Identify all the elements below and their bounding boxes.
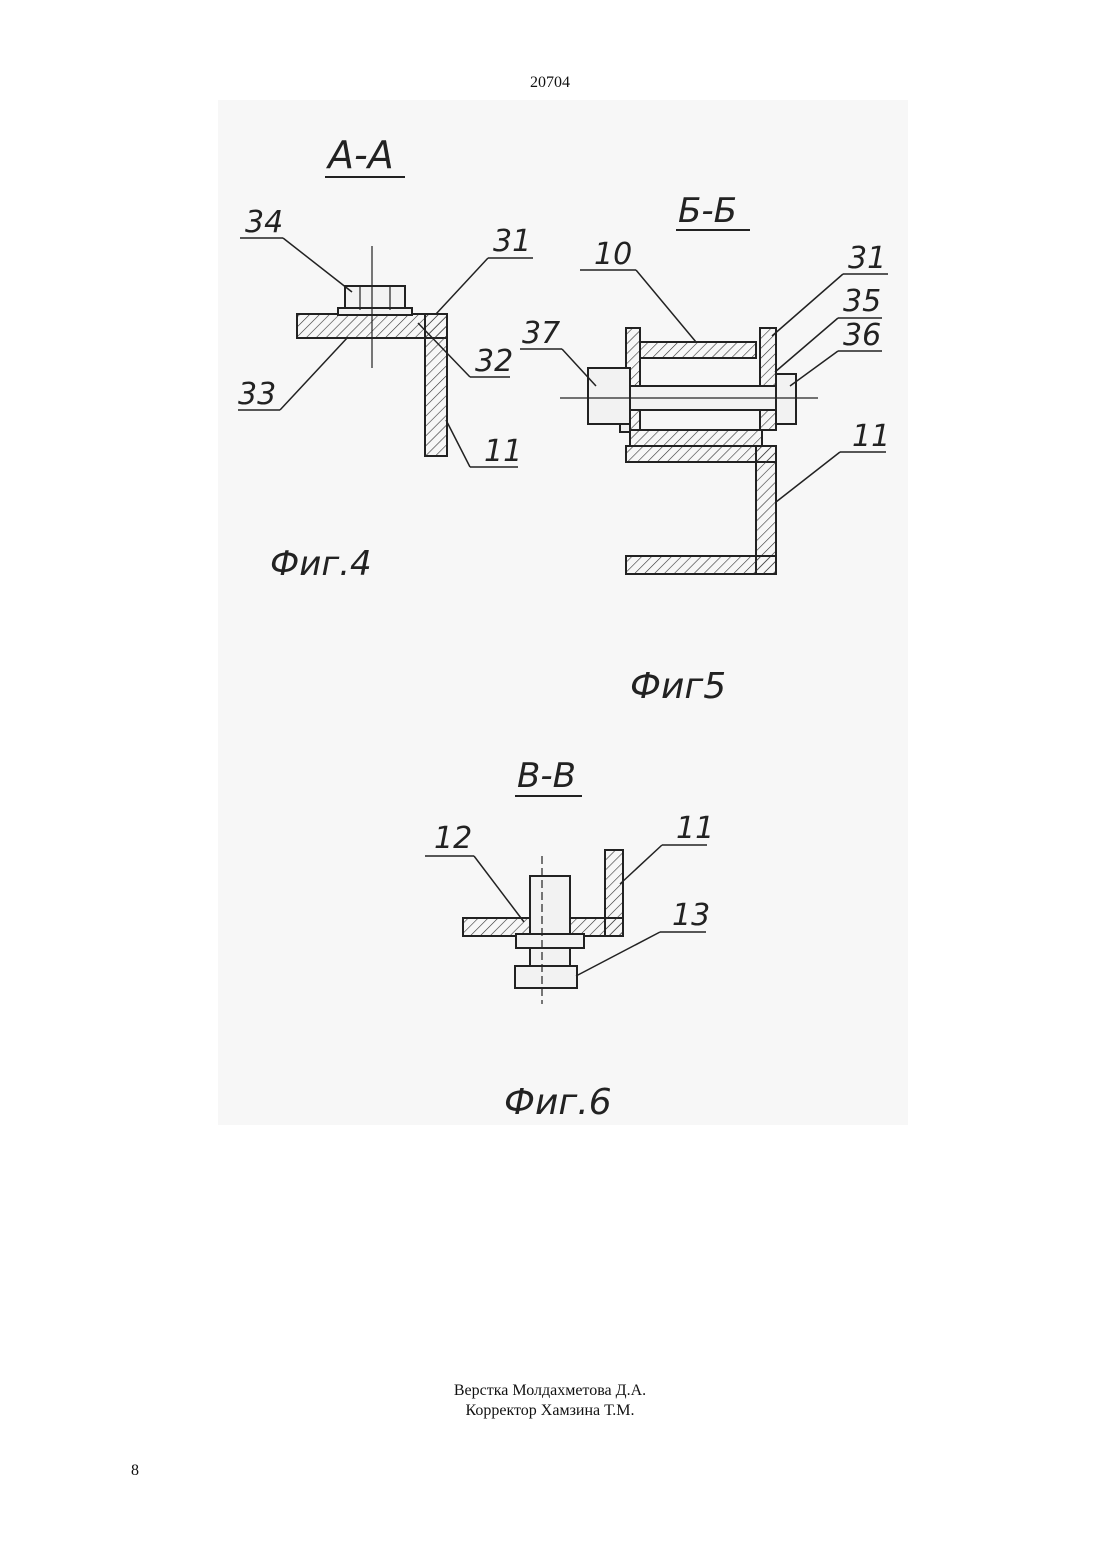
figure-5: Б-Б 10 31 35 36 37 11 bbox=[520, 191, 890, 707]
fig4-caption: Фиг.4 bbox=[270, 544, 372, 584]
fig5-caption: Фиг5 bbox=[630, 666, 726, 707]
fig5-roller-top bbox=[640, 342, 756, 358]
fig5-label-31: 31 bbox=[848, 241, 886, 276]
fig4-bracket-leg bbox=[425, 314, 447, 456]
fig4-section-label: А-А bbox=[325, 133, 394, 177]
fig4-nut bbox=[345, 286, 405, 310]
fig6-label-11: 11 bbox=[676, 811, 714, 846]
fig5-label-37: 37 bbox=[522, 316, 560, 351]
fig6-sleeve bbox=[516, 934, 584, 948]
fig5-section-label: Б-Б bbox=[678, 191, 737, 231]
fig5-axle-head bbox=[588, 368, 630, 424]
fig6-label-12: 12 bbox=[434, 821, 472, 856]
fig6-pin bbox=[530, 876, 570, 968]
fig4-label-31: 31 bbox=[493, 224, 531, 259]
layout-credit: Верстка Молдахметова Д.А. bbox=[0, 1381, 1100, 1401]
fig5-roller-bottom bbox=[630, 430, 762, 446]
fig4-label-33: 33 bbox=[238, 377, 276, 412]
fig6-head bbox=[515, 966, 577, 988]
fig5-label-10: 10 bbox=[594, 237, 632, 272]
fig4-label-11: 11 bbox=[484, 434, 522, 469]
fig5-bracket-bottom bbox=[626, 556, 776, 574]
fig6-caption: Фиг.6 bbox=[504, 1082, 612, 1123]
fig4-label-32: 32 bbox=[475, 344, 513, 379]
fig5-label-11: 11 bbox=[852, 419, 890, 454]
figure-4: А-А 34 31 32 33 11 Фиг.4 bbox=[238, 133, 533, 584]
fig5-label-36: 36 bbox=[843, 318, 881, 353]
fig5-label-35: 35 bbox=[843, 284, 881, 319]
fig6-bracket-leg bbox=[605, 850, 623, 936]
fig6-label-13: 13 bbox=[672, 898, 710, 933]
page-number: 8 bbox=[131, 1462, 139, 1480]
proofreader-credit: Корректор Хамзина Т.М. bbox=[0, 1401, 1100, 1421]
fig5-right-plate bbox=[760, 328, 776, 430]
fig4-washer bbox=[338, 308, 412, 315]
fig6-section-label: В-В bbox=[517, 756, 576, 796]
fig5-nut bbox=[776, 374, 796, 424]
fig4-label-34: 34 bbox=[245, 205, 283, 240]
fig5-bracket-top bbox=[626, 446, 776, 462]
figure-6: В-В 12 11 13 Фиг.6 bbox=[425, 756, 714, 1123]
credits: Верстка Молдахметова Д.А. Корректор Хамз… bbox=[0, 1381, 1100, 1421]
fig5-bracket-leg bbox=[756, 446, 776, 574]
